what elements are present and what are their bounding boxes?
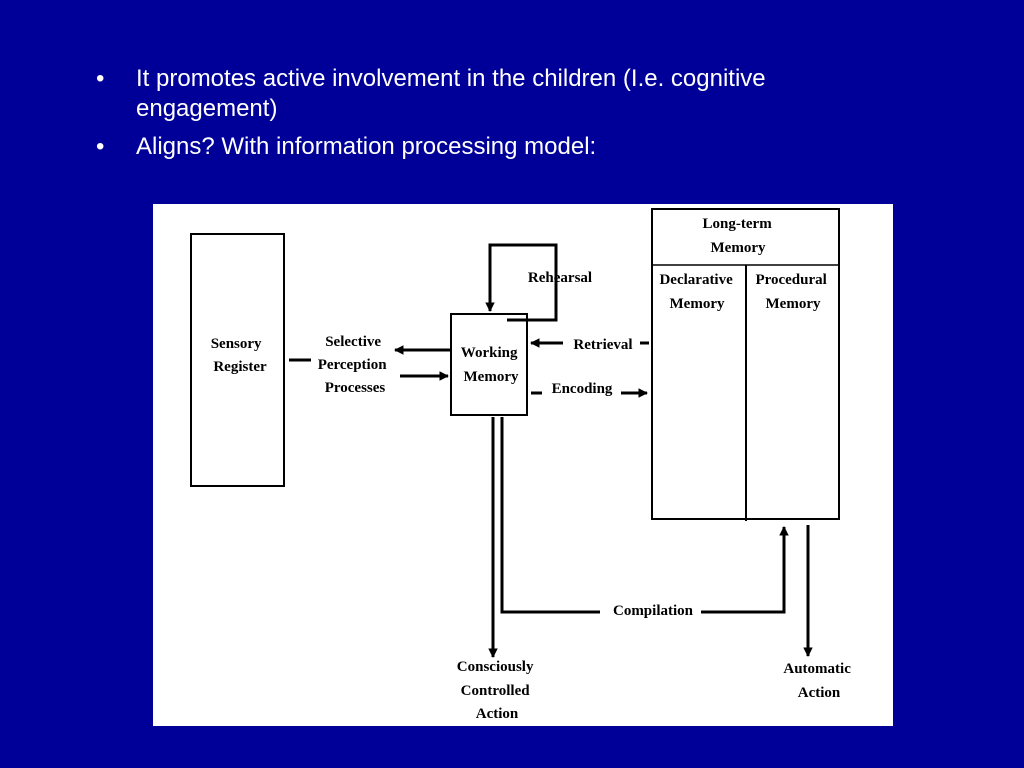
controlled-action-line1: Consciously (457, 659, 534, 675)
sensory-register-box (190, 233, 285, 487)
working-memory-line1: Working (461, 345, 518, 361)
memory-model-svg: Sensory Register Selective Perception Pr… (190, 208, 854, 722)
compilation-arrow (701, 526, 789, 614)
automatic-action-label: Automatic Action (783, 661, 854, 701)
declarative-memory-line2: Memory (670, 296, 725, 312)
rehearsal-loop (485, 243, 558, 322)
working-memory-box (450, 313, 528, 416)
compilation-path-left (500, 417, 600, 614)
sensory-register-line2: Register (213, 359, 267, 375)
long-term-memory-line1: Long-term (703, 216, 773, 232)
automatic-action-line2: Action (798, 685, 841, 701)
working-memory-line2: Memory (464, 369, 519, 385)
working-memory-label: Working Memory (461, 345, 521, 385)
long-term-memory-line2: Memory (711, 240, 766, 256)
procedural-memory-line2: Memory (766, 296, 821, 312)
long-term-memory-label: Long-term Memory (703, 216, 776, 256)
controlled-action-line2: Controlled (461, 683, 531, 699)
consciously-controlled-action-label: Consciously Controlled Action (457, 659, 537, 722)
bullet-marker: • (96, 133, 105, 160)
declarative-memory-line1: Declarative (659, 272, 733, 288)
sensory-register-label: Sensory Register (211, 336, 267, 375)
controlled-action-line3: Action (476, 706, 519, 722)
automatic-action-line1: Automatic (783, 661, 851, 677)
memory-model-diagram: Sensory Register Selective Perception Pr… (153, 204, 893, 726)
encoding-label: Encoding (552, 381, 613, 397)
retrieval-label: Retrieval (573, 337, 632, 353)
rehearsal-label: Rehearsal (528, 270, 592, 286)
selective-perception-line2: Perception (318, 357, 388, 373)
selective-perception-line1: Selective (325, 334, 381, 350)
procedural-memory-line1: Procedural (755, 272, 826, 288)
bullet-item-cognitive-engagement: • It promotes active involvement in the … (96, 64, 896, 124)
bullet-item-information-processing: • Aligns? With information processing mo… (96, 132, 896, 162)
declarative-memory-label: Declarative Memory (659, 272, 736, 312)
selective-perception-line3: Processes (325, 380, 386, 396)
bullet-list: • It promotes active involvement in the … (96, 64, 896, 170)
bullet-marker: • (96, 65, 105, 92)
compilation-label: Compilation (613, 603, 694, 619)
bullet-text: It promotes active involvement in the ch… (136, 65, 766, 122)
bullet-text: Aligns? With information processing mode… (136, 133, 597, 160)
procedural-memory-label: Procedural Memory (755, 272, 830, 312)
selective-perception-label: Selective Perception Processes (318, 334, 391, 396)
sensory-register-line1: Sensory (211, 336, 262, 352)
